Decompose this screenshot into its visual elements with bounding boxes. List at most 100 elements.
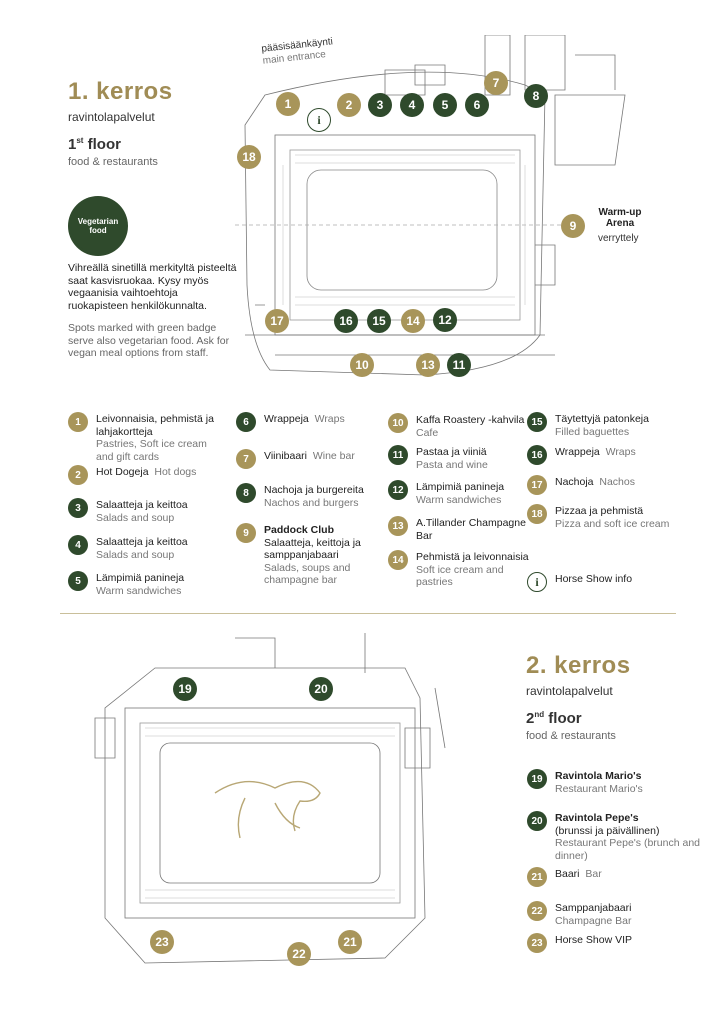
- map-marker-5[interactable]: 5: [433, 93, 457, 117]
- map-marker-14[interactable]: 14: [401, 309, 425, 333]
- legend-text: Wrappeja Wraps: [555, 446, 675, 459]
- legend-badge: 1: [68, 412, 88, 432]
- legend-text: Wrappeja Wraps: [264, 413, 384, 426]
- legend-fi: Lämpimiä panineja: [96, 572, 185, 584]
- legend-fi: Horse Show info: [555, 573, 633, 585]
- legend-fi: Viinibaari: [264, 450, 307, 462]
- map-marker-9[interactable]: 9: [561, 214, 585, 238]
- floor1-title-en: 1st floor: [68, 136, 121, 153]
- floor-word: floor: [544, 710, 582, 727]
- map-marker-20[interactable]: 20: [309, 677, 333, 701]
- map-marker-21[interactable]: 21: [338, 930, 362, 954]
- map-marker-13[interactable]: 13: [416, 353, 440, 377]
- horse-illustration: [214, 780, 321, 839]
- legend-badge: 6: [236, 412, 256, 432]
- legend-en: Champagne Bar: [555, 914, 632, 927]
- floor1-subtitle: ravintolapalvelut: [68, 110, 155, 124]
- map-marker-10[interactable]: 10: [350, 353, 374, 377]
- legend-en: Wine bar: [312, 450, 355, 462]
- legend-text: Viinibaari Wine bar: [264, 450, 384, 463]
- legend-en: Wraps: [605, 446, 636, 458]
- legend-en: Nachos and burgers: [264, 496, 359, 509]
- map-marker-15[interactable]: 15: [367, 309, 391, 333]
- legend-text: Hot Dogeja Hot dogs: [96, 466, 216, 479]
- legend-name: Ravintola Pepe's: [555, 812, 639, 824]
- floor2-subtitle: ravintolapalvelut: [526, 684, 613, 698]
- legend-text: A.Tillander Champagne Bar: [416, 517, 536, 542]
- legend-text: Horse Show info: [555, 573, 675, 586]
- map-marker-23[interactable]: 23: [150, 930, 174, 954]
- info-point-marker[interactable]: i: [307, 108, 331, 132]
- legend-en: Salads and soup: [96, 548, 175, 561]
- legend-fi: Pastaa ja viiniä: [416, 446, 487, 458]
- floor2-title-en: 2nd floor: [526, 710, 582, 727]
- floor2-subtitle-en: food & restaurants: [526, 730, 616, 742]
- map-marker-19[interactable]: 19: [173, 677, 197, 701]
- map-marker-4[interactable]: 4: [400, 93, 424, 117]
- legend-fi: Salaatteja ja keittoa: [96, 536, 188, 548]
- legend-badge: 5: [68, 571, 88, 591]
- legend-en: Cafe: [416, 426, 439, 439]
- legend-badge: 4: [68, 535, 88, 555]
- ordinal-suffix: nd: [534, 710, 545, 719]
- legend-en: Salads and soup: [96, 511, 175, 524]
- legend-fi: Samppanjabaari: [555, 902, 632, 914]
- legend-fi: Hot Dogeja: [96, 466, 149, 478]
- legend-en: Pizza and soft ice cream: [555, 517, 670, 530]
- legend-text: Baari Bar: [555, 868, 705, 881]
- floor-word: floor: [83, 136, 121, 153]
- legend-en: Hot dogs: [154, 466, 197, 478]
- floor1-plan: [235, 35, 626, 376]
- legend-badge: 13: [388, 516, 408, 536]
- legend-badge: i: [527, 572, 547, 592]
- map-marker-12[interactable]: 12: [433, 308, 457, 332]
- legend-badge: 16: [527, 445, 547, 465]
- section-divider: [60, 613, 676, 614]
- legend-en: Warm sandwiches: [96, 584, 182, 597]
- map-marker-7[interactable]: 7: [484, 71, 508, 95]
- map-marker-6[interactable]: 6: [465, 93, 489, 117]
- legend-fi: Nachoja ja burgereita: [264, 484, 364, 496]
- map-marker-18[interactable]: 18: [237, 145, 261, 169]
- legend-text: Nachoja Nachos: [555, 476, 675, 489]
- legend-text: Horse Show VIP: [555, 934, 705, 947]
- map-marker-1[interactable]: 1: [276, 92, 300, 116]
- legend-en: Salads, soups and champagne bar: [264, 561, 351, 587]
- legend-fi: Salaatteja, keittoja ja samppanjabaari: [264, 536, 361, 562]
- map-marker-11[interactable]: 11: [447, 353, 471, 377]
- floor1-title: 1. kerros: [68, 78, 173, 105]
- vegetarian-badge: Vegetarian food: [68, 196, 128, 256]
- floor2-plan: [94, 633, 446, 964]
- legend-fi: Pizzaa ja pehmistä: [555, 505, 644, 517]
- legend-badge: 3: [68, 498, 88, 518]
- warmup-arena-sublabel: verryttely: [598, 233, 639, 244]
- legend-badge: 19: [527, 769, 547, 789]
- map-marker-3[interactable]: 3: [368, 93, 392, 117]
- vegetarian-text-fi: Vihreällä sinetillä merkityltä pisteeltä…: [68, 262, 237, 312]
- legend-en: Nachos: [599, 476, 635, 488]
- floor2-title: 2. kerros: [526, 652, 631, 679]
- map-marker-22[interactable]: 22: [287, 942, 311, 966]
- legend-badge: 14: [388, 550, 408, 570]
- legend-en: Restaurant Pepe's (brunch and dinner): [555, 837, 701, 862]
- map-marker-16[interactable]: 16: [334, 309, 358, 333]
- legend-badge: 7: [236, 449, 256, 469]
- map-marker-2[interactable]: 2: [337, 93, 361, 117]
- legend-en: Pasta and wine: [416, 458, 488, 471]
- legend-fi: Wrappeja: [555, 446, 600, 458]
- legend-badge: 21: [527, 867, 547, 887]
- vegetarian-text-en: Spots marked with green badge serve also…: [68, 322, 230, 359]
- legend-badge: 10: [388, 413, 408, 433]
- map-marker-17[interactable]: 17: [265, 309, 289, 333]
- map-marker-8[interactable]: 8: [524, 84, 548, 108]
- legend-fi: Leivonnaisia, pehmistä ja lahjakortteja: [96, 413, 214, 438]
